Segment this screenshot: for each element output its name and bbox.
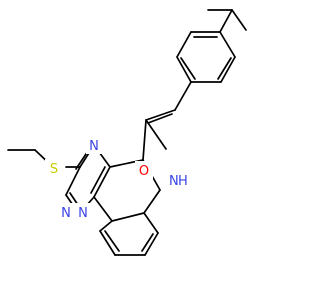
nitrogen-atom: N bbox=[86, 136, 103, 154]
atom-background bbox=[164, 172, 188, 194]
bond bbox=[219, 9, 233, 33]
nh-hydrogen-label: H bbox=[178, 174, 188, 189]
oxygen-label: O bbox=[139, 164, 149, 179]
bond bbox=[142, 119, 147, 161]
atom-background bbox=[45, 159, 62, 177]
atom-background bbox=[135, 161, 153, 179]
oxygen-atom: O bbox=[135, 161, 153, 179]
sulfur-label: S bbox=[50, 162, 58, 177]
bond bbox=[180, 57, 196, 80]
atom-background bbox=[74, 203, 91, 221]
atom-background bbox=[58, 203, 75, 221]
bond bbox=[65, 166, 81, 196]
nitrogen-atom: N bbox=[58, 203, 75, 221]
molecule-structure: O N H N N N S bbox=[7, 9, 247, 256]
nitrogen-label: N bbox=[78, 206, 88, 221]
bond bbox=[93, 166, 111, 198]
nitrogen-atom: N bbox=[74, 203, 91, 221]
bond bbox=[147, 113, 173, 124]
nitrogen-label: N bbox=[89, 139, 99, 154]
bond bbox=[90, 166, 106, 194]
bond-layer bbox=[7, 9, 247, 256]
bond bbox=[145, 119, 167, 150]
bond bbox=[176, 31, 192, 58]
bond bbox=[217, 57, 232, 80]
bond bbox=[220, 56, 236, 83]
bond bbox=[143, 212, 159, 234]
bond bbox=[111, 212, 145, 222]
bond bbox=[219, 31, 236, 58]
bond bbox=[145, 109, 176, 121]
bond bbox=[143, 189, 161, 214]
bond bbox=[176, 56, 192, 83]
nh-atom: N H bbox=[164, 172, 188, 194]
nitrogen-label: N bbox=[61, 206, 71, 221]
atom-label-layer: O N H N N N S bbox=[45, 136, 188, 221]
atom-background bbox=[86, 136, 103, 154]
bond bbox=[144, 232, 159, 256]
bond bbox=[99, 230, 116, 256]
bond bbox=[141, 233, 154, 252]
bond bbox=[231, 9, 247, 31]
bond bbox=[174, 81, 192, 111]
bond bbox=[99, 220, 113, 232]
sulfur-atom: S bbox=[45, 159, 62, 177]
nh-label: N bbox=[169, 174, 179, 189]
bond bbox=[104, 230, 120, 252]
bond bbox=[93, 196, 113, 222]
